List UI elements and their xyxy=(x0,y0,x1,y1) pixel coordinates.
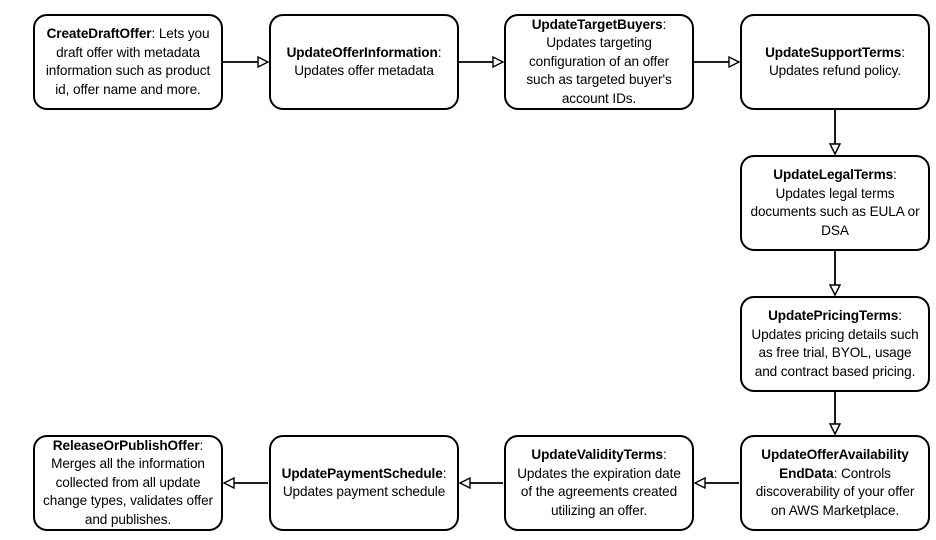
node-description: Merges all the information collected fro… xyxy=(43,456,213,527)
node-title: UpdateOfferAvailability EndData xyxy=(761,447,909,481)
node-separator: : xyxy=(199,437,204,453)
node-separator: : xyxy=(833,465,838,481)
node-title: UpdateOfferInformation xyxy=(286,44,438,60)
node-description: Updates the expiration date of the agree… xyxy=(517,465,681,518)
node-description: Updates refund policy. xyxy=(768,63,902,78)
node-label: UpdatePaymentSchedule: Updates payment s… xyxy=(279,465,449,502)
node-separator: : xyxy=(151,26,156,41)
node-label: ReleaseOrPublishOffer: Merges all the in… xyxy=(43,437,213,530)
node-title: UpdateSupportTerms xyxy=(765,44,902,60)
node-label: CreateDraftOffer: Lets you draft offer w… xyxy=(43,25,213,99)
node-description: Updates offer metadata xyxy=(294,63,434,78)
node-update-validity-terms[interactable]: UpdateValidityTerms: Updates the expirat… xyxy=(504,435,694,531)
node-title: UpdateTargetBuyers xyxy=(531,16,663,32)
node-update-legal-terms[interactable]: UpdateLegalTerms: Updates legal terms do… xyxy=(740,155,930,251)
node-update-pricing-terms[interactable]: UpdatePricingTerms: Updates pricing deta… xyxy=(740,296,930,392)
node-description: Lets you draft offer with metadata infor… xyxy=(45,26,211,97)
node-release-or-publish-offer[interactable]: ReleaseOrPublishOffer: Merges all the in… xyxy=(33,435,223,531)
node-title: ReleaseOrPublishOffer xyxy=(52,437,200,453)
node-update-target-buyers[interactable]: UpdateTargetBuyers: Updates targeting co… xyxy=(504,14,694,110)
node-update-payment-schedule[interactable]: UpdatePaymentSchedule: Updates payment s… xyxy=(269,435,459,531)
node-label: UpdateOfferAvailability EndData: Control… xyxy=(750,446,920,520)
node-label: UpdateLegalTerms: Updates legal terms do… xyxy=(750,166,920,240)
node-description: Controls discoverability of your offer o… xyxy=(755,465,915,518)
node-separator: : xyxy=(893,167,897,182)
node-title: UpdateLegalTerms xyxy=(773,167,894,182)
node-title: UpdateValidityTerms xyxy=(531,447,663,462)
node-update-support-terms[interactable]: UpdateSupportTerms: Updates refund polic… xyxy=(740,14,930,110)
node-separator: : xyxy=(898,308,902,323)
node-update-offer-information[interactable]: UpdateOfferInformation: Updates offer me… xyxy=(269,14,459,110)
node-description: Updates legal terms documents such as EU… xyxy=(750,185,920,238)
node-separator: : xyxy=(662,16,667,32)
node-label: UpdateValidityTerms: Updates the expirat… xyxy=(514,446,684,520)
node-label: UpdatePricingTerms: Updates pricing deta… xyxy=(750,307,920,381)
node-description: Updates payment schedule xyxy=(282,484,446,499)
node-update-offer-availability-end-data[interactable]: UpdateOfferAvailability EndData: Control… xyxy=(740,435,930,531)
node-separator: : xyxy=(437,44,442,60)
node-title: UpdatePricingTerms xyxy=(768,308,899,323)
node-description: Updates pricing details such as free tri… xyxy=(751,326,919,379)
node-create-draft-offer[interactable]: CreateDraftOffer: Lets you draft offer w… xyxy=(33,14,223,110)
node-label: UpdateOfferInformation: Updates offer me… xyxy=(279,44,449,81)
node-separator: : xyxy=(901,44,905,60)
node-separator: : xyxy=(662,447,667,462)
node-label: UpdateTargetBuyers: Updates targeting co… xyxy=(514,16,684,109)
node-separator: : xyxy=(442,465,447,481)
node-label: UpdateSupportTerms: Updates refund polic… xyxy=(750,44,920,81)
node-title: CreateDraftOffer xyxy=(46,26,152,41)
node-description: Updates targeting configuration of an of… xyxy=(526,35,672,106)
node-title: UpdatePaymentSchedule xyxy=(281,465,443,481)
